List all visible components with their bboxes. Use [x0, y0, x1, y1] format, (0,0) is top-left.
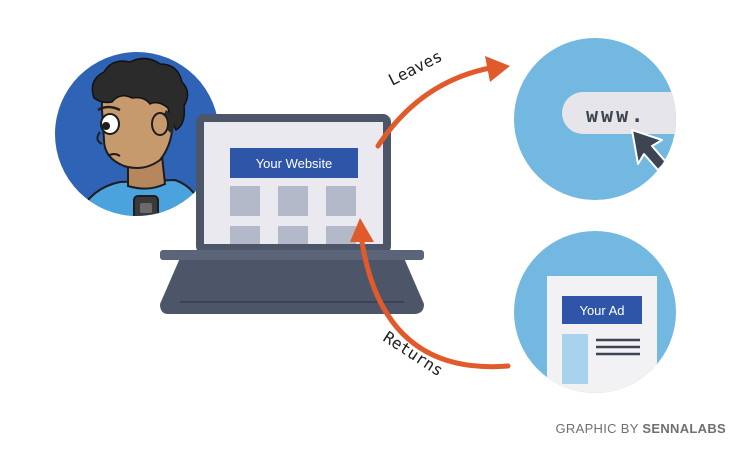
address-bar	[562, 92, 676, 134]
person-avatar	[55, 52, 219, 216]
website-label: Your Website	[256, 156, 333, 171]
content-tile	[230, 186, 260, 216]
returns-arrow	[350, 218, 511, 370]
leaves-label: Leaves	[385, 46, 445, 89]
returns-label: Returns	[380, 327, 447, 380]
leaves-arrow	[375, 56, 510, 149]
content-tile	[230, 226, 260, 244]
url-label: www.	[586, 103, 646, 127]
content-tile	[278, 186, 308, 216]
credit-brand: SENNALABS	[642, 421, 726, 436]
web-address-circle	[514, 38, 676, 200]
credit-prefix: GRAPHIC BY	[555, 421, 643, 436]
ad-label: Your Ad	[579, 303, 624, 318]
content-tile	[326, 226, 356, 244]
laptop-icon	[160, 114, 424, 314]
content-tile	[326, 186, 356, 216]
graphic-credit: GRAPHIC BY SENNALABS	[556, 421, 726, 436]
website-banner	[230, 148, 358, 178]
content-tile	[278, 226, 308, 244]
ad-circle	[514, 231, 676, 393]
ad-image-block	[562, 334, 588, 384]
ad-page-icon	[547, 276, 657, 393]
ad-banner	[562, 296, 642, 324]
